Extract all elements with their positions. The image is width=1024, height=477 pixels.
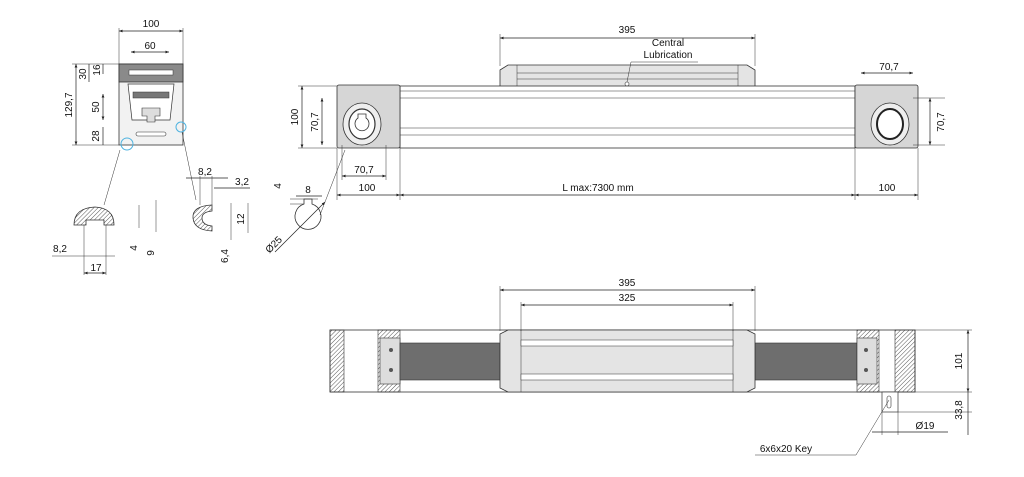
- dim-shaft-diameter: Ø19: [916, 421, 935, 432]
- dim-right-bolt-v: 70,7: [936, 112, 947, 132]
- dim-right-bolt-h: 70,7: [879, 62, 899, 73]
- bottom-view: 395 325 101 33,8 Ø19 6x6x20 Key: [329, 278, 972, 456]
- dim-mid: 50: [91, 101, 102, 113]
- dim-key-h: 4: [273, 183, 284, 189]
- dim-left-height: 100: [290, 108, 301, 125]
- dim-length: L max:7300 mm: [562, 183, 633, 194]
- dim-slot: 16: [92, 64, 103, 76]
- dim-height: 101: [954, 352, 965, 369]
- key-label: 6x6x20 Key: [760, 444, 812, 455]
- dim-c-d: 6,4: [220, 249, 231, 263]
- dim-left-end: 100: [359, 183, 376, 194]
- dim-width: 100: [143, 19, 160, 30]
- dim-t-b: 9: [146, 250, 157, 256]
- lubrication-label-line2: Lubrication: [644, 50, 693, 61]
- dim-t-a: 4: [129, 245, 140, 251]
- dim-left-bolt: 70,7: [310, 112, 321, 132]
- dim-shaft-length: 33,8: [954, 400, 965, 420]
- dim-t-width: 17: [90, 263, 102, 274]
- dim-inner: 60: [144, 41, 156, 52]
- dim-c-gap: 3,2: [235, 177, 249, 188]
- dim-key-w: 8: [305, 185, 311, 196]
- top-view: 395 Central Lubrication 70,7 70,7 100 70…: [290, 25, 947, 200]
- dim-bottom-carriage-length: 395: [619, 278, 636, 289]
- dim-shaft-diameter: Ø25: [264, 234, 285, 255]
- dim-c-h: 12: [236, 213, 247, 225]
- detail-t-slot: 8,2 17 4 9: [52, 200, 157, 275]
- dim-inner-length: 325: [619, 293, 636, 304]
- lubrication-port-icon: [624, 81, 630, 87]
- dim-bottom-bolt: 70,7: [354, 165, 374, 176]
- detail-c-slot: 8,2 3,2 12 6,4: [186, 167, 250, 263]
- dim-top: 30: [78, 68, 89, 80]
- dim-neck: 8,2: [53, 244, 67, 255]
- dim-height: 129,7: [64, 92, 75, 117]
- dim-carriage-length: 395: [619, 25, 636, 36]
- lubrication-label-line1: Central: [652, 38, 684, 49]
- dim-c-w: 8,2: [198, 167, 212, 178]
- cross-section-view: 100 60 129,7 30 16 50 28: [64, 19, 197, 206]
- dim-right-end: 100: [879, 183, 896, 194]
- detail-marker-t: [120, 137, 134, 151]
- shaft-key-detail: 4 8 Ø25: [264, 149, 346, 256]
- dim-bottom: 28: [91, 130, 102, 142]
- detail-marker-c: [175, 121, 187, 133]
